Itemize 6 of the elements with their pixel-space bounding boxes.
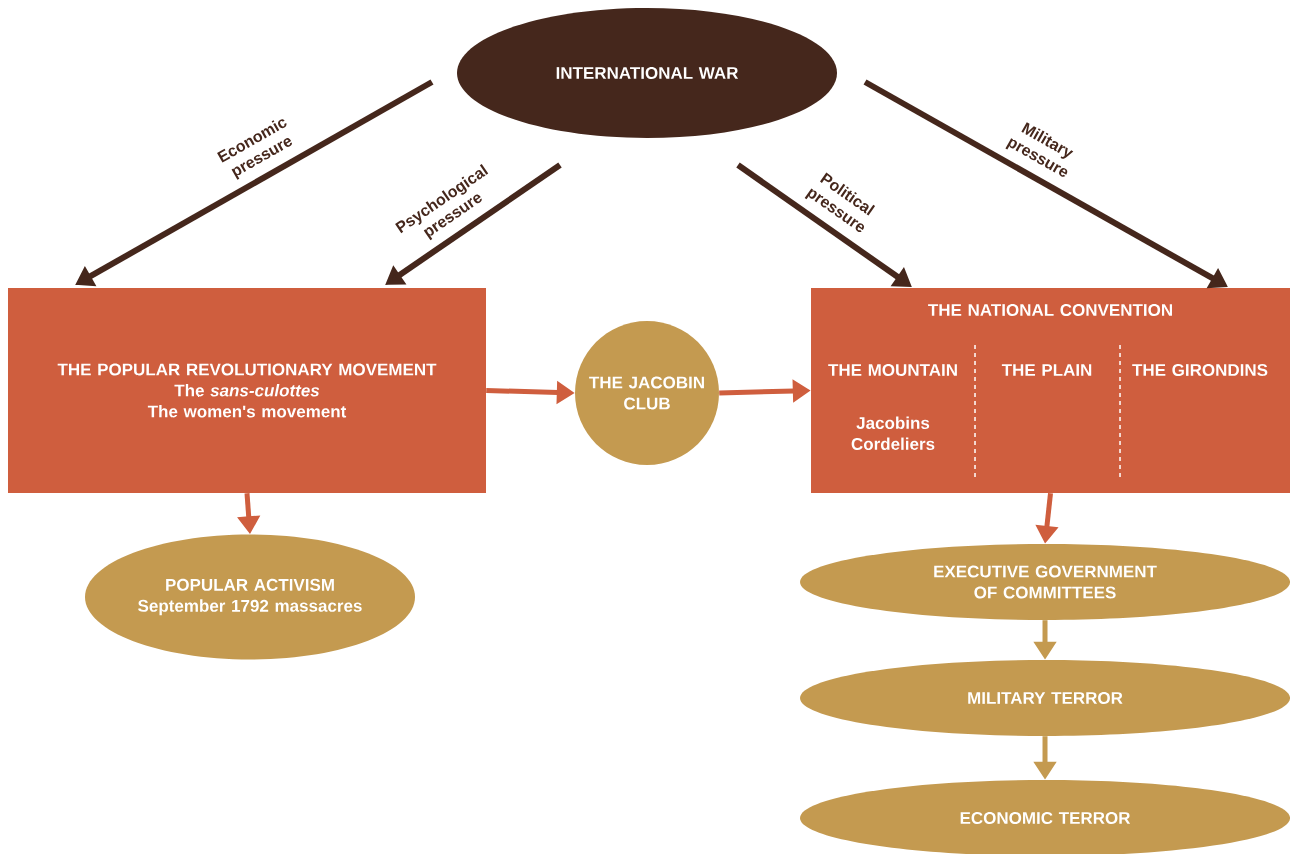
oval: POPULAR ACTIVISM September 1792 massacres: [85, 534, 415, 660]
oval: EXECUTIVE GOVERNMENT OF COMMITTEES: [800, 544, 1290, 620]
group-box: THE POPULAR REVOLUTIONARY MOVEMENT The sans-culottes The women's movement: [8, 288, 486, 493]
oval: INTERNATIONAL WAR: [457, 8, 837, 138]
oval: MILITARY TERROR: [800, 660, 1290, 736]
group-box: THE NATIONAL CONVENTION THE MOUNTAIN Jacobins Cordeliers THE PLAIN THE GIRONDINS: [811, 288, 1290, 493]
